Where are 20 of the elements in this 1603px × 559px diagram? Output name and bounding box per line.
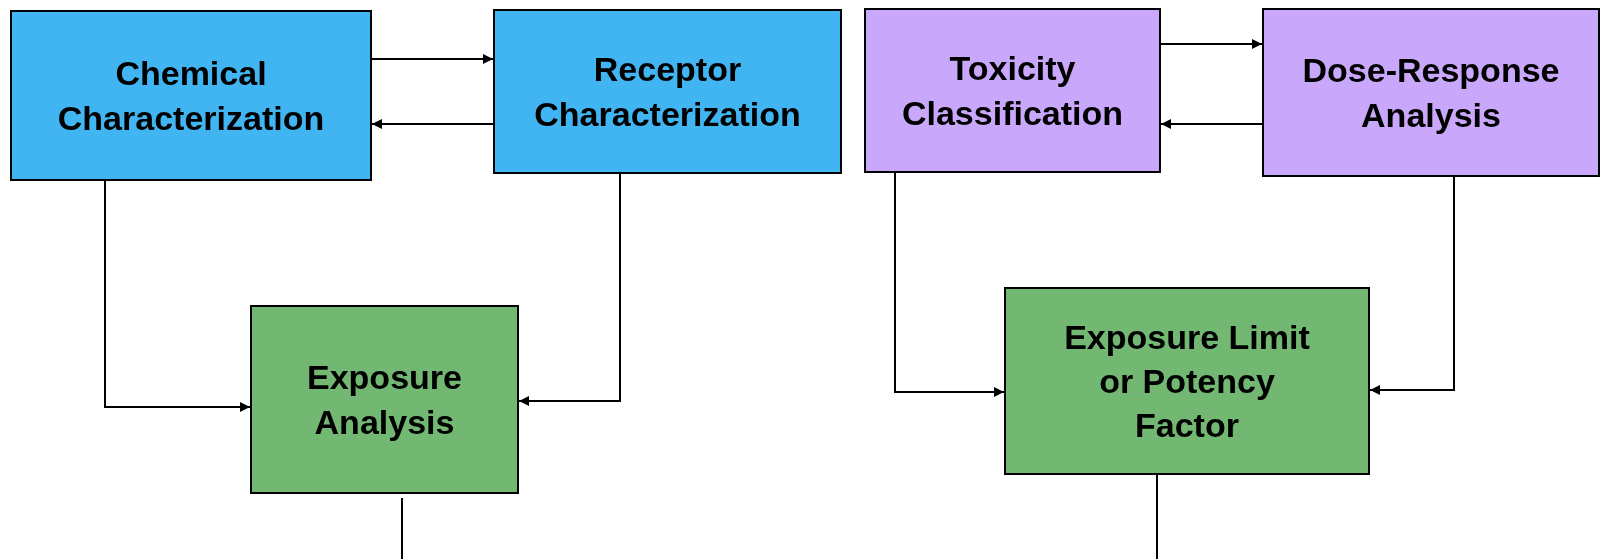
process-box [1262, 8, 1600, 177]
box-label: Exposure Limit or Potency Factor [1063, 316, 1311, 447]
process-box [10, 10, 372, 181]
connector-arrow [104, 180, 251, 412]
box-label: Dose-Response Analysis [1301, 50, 1561, 136]
connector-arrow [371, 54, 494, 64]
process-box [493, 9, 842, 174]
connector-arrow [1369, 176, 1455, 395]
connector-arrow [1160, 39, 1263, 49]
box-label: Chemical Characterization [56, 53, 326, 139]
box-label: Exposure Analysis [306, 357, 463, 443]
connector-arrow [894, 172, 1005, 397]
box-label: Receptor Characterization [533, 49, 802, 135]
process-box [864, 8, 1161, 173]
process-box [250, 305, 519, 494]
connector-arrow [1160, 119, 1263, 129]
box-label: Toxicity Classification [900, 48, 1125, 134]
connector-arrow [371, 119, 494, 129]
connector-arrow [518, 173, 621, 406]
process-box [1004, 287, 1370, 475]
